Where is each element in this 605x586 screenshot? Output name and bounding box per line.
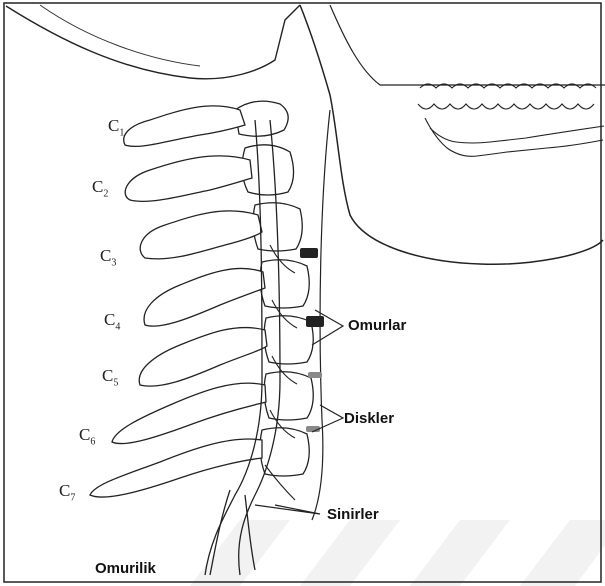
spinous-processes xyxy=(90,106,267,497)
vertebra-label-c1: C1 xyxy=(108,117,124,138)
skull-base xyxy=(6,5,300,79)
vertebra-label-c4: C4 xyxy=(104,311,120,332)
label-omurilik: Omurilik xyxy=(95,561,156,576)
skull-base-inner xyxy=(40,5,200,66)
mandible-ramus xyxy=(330,5,605,85)
label-diskler: Diskler xyxy=(344,411,394,426)
label-sinirler: Sinirler xyxy=(327,507,379,522)
vertebra-label-c2: C2 xyxy=(92,178,108,199)
vertebra-label-c6: C6 xyxy=(79,426,95,447)
label-omurlar: Omurlar xyxy=(348,318,406,333)
vertebra-label-c7: C7 xyxy=(59,482,75,503)
vertebra-label-c5: C5 xyxy=(102,367,118,388)
mandible xyxy=(300,5,603,264)
teeth xyxy=(418,84,604,156)
vertebra-label-c3: C3 xyxy=(100,247,116,268)
throat-line xyxy=(312,110,330,520)
